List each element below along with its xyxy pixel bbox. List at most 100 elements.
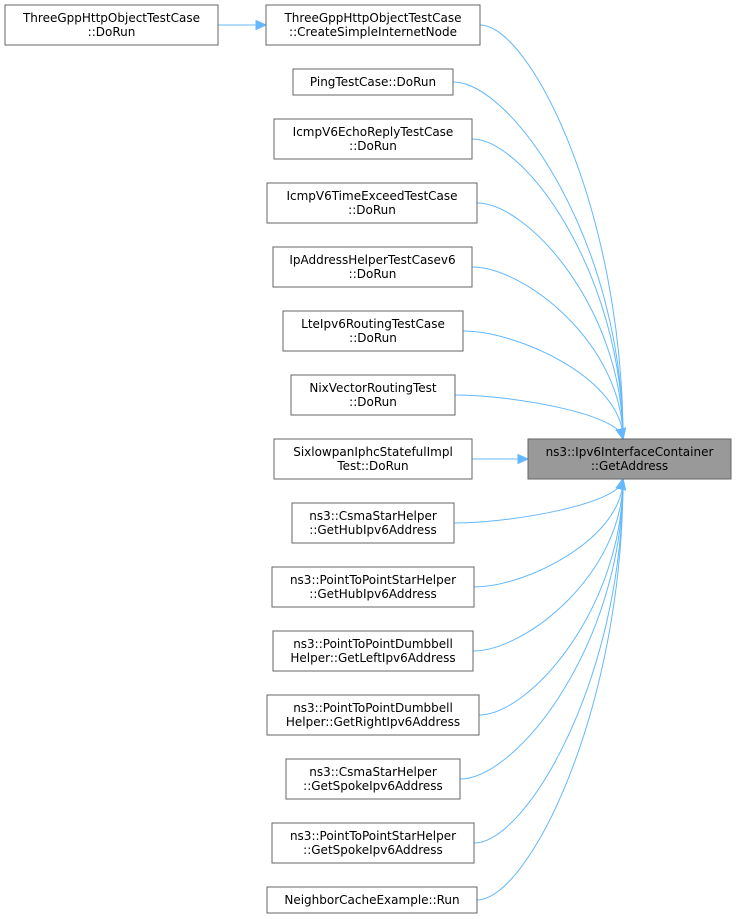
node-box [271, 822, 475, 864]
edge-target-to-dumb_right [478, 477, 626, 716]
edge-target-to-sixlowpan [472, 453, 530, 465]
edges-layer [218, 19, 626, 901]
edge-line-target-to-dumb_right [478, 478, 624, 716]
edge-target-to-p2p_hub [473, 477, 626, 588]
caller-node-csma_hub[interactable]: ns3::CsmaStarHelper::GetHubIpv6Address [291, 502, 455, 544]
node-box [273, 118, 473, 160]
node-label-line: ::GetSpokeIpv6Address [303, 779, 443, 793]
caller-node-ping[interactable]: PingTestCase::DoRun [292, 68, 454, 96]
node-label-line: LteIpv6RoutingTestCase [301, 317, 445, 331]
edge-arrowhead-target-to-neighbor [615, 477, 626, 491]
edge-line-target-to-timeexceed [476, 202, 624, 440]
edge-target-to-lte [462, 330, 626, 441]
node-label-line: ThreeGppHttpObjectTestCase [22, 11, 200, 25]
node-label-line: ::DoRun [88, 25, 136, 39]
node-label-line: ns3::Ipv6InterfaceContainer [546, 445, 714, 459]
caller-node-csma_spoke[interactable]: ns3::CsmaStarHelper::GetSpokeIpv6Address [285, 758, 461, 800]
node-label-line: ThreeGppHttpObjectTestCase [283, 11, 461, 25]
edge-line-target-to-csma_hub [453, 478, 624, 524]
caller-node-dumb_left[interactable]: ns3::PointToPointDumbbellHelper::GetLeft… [272, 630, 474, 672]
edge-line-target-to-nix [454, 394, 624, 440]
node-box [290, 374, 456, 416]
node-label-line: Helper::GetRightIpv6Address [286, 715, 460, 729]
node-label-line: ::GetHubIpv6Address [309, 523, 436, 537]
node-box [4, 4, 219, 46]
caller-node-ipaddr[interactable]: IpAddressHelperTestCasev6::DoRun [272, 246, 473, 288]
node-label-line: ::DoRun [349, 395, 397, 409]
node-box [291, 502, 455, 544]
caller-node-tgh_dorun[interactable]: ThreeGppHttpObjectTestCase::DoRun [4, 4, 219, 46]
caller-node-timeexceed[interactable]: IcmpV6TimeExceedTestCase::DoRun [266, 182, 478, 224]
node-label-line: ns3::CsmaStarHelper [309, 509, 437, 523]
edge-line-target-to-lte [462, 330, 624, 440]
edge-target-to-timeexceed [476, 202, 626, 441]
caller-node-p2p_hub[interactable]: ns3::PointToPointStarHelper::GetHubIpv6A… [271, 566, 475, 608]
edge-target-to-p2p_spoke [473, 477, 626, 844]
edge-arrowhead-target-to-nix [615, 427, 626, 441]
edge-line-target-to-p2p_hub [473, 478, 624, 588]
node-box [265, 4, 481, 46]
edge-line-target-to-csma_spoke [459, 478, 624, 780]
caller-node-neighbor[interactable]: NeighborCacheExample::Run [266, 886, 478, 914]
edge-line-target-to-ipaddr [471, 266, 624, 440]
node-label-line: Test::DoRun [336, 459, 408, 473]
node-label-line: ::CreateSimpleInternetNode [289, 25, 457, 39]
edge-line-target-to-neighbor [476, 478, 624, 901]
node-box [282, 310, 464, 352]
node-label-line: IcmpV6TimeExceedTestCase [286, 189, 457, 203]
node-box [292, 68, 454, 96]
node-label-line: IpAddressHelperTestCasev6 [289, 253, 455, 267]
node-label-line: ns3::PointToPointStarHelper [290, 573, 456, 587]
node-label-line: ::DoRun [348, 203, 396, 217]
edge-target-to-neighbor [476, 477, 626, 901]
node-label-line: NeighborCacheExample::Run [284, 893, 459, 907]
node-label-line: ::DoRun [349, 267, 397, 281]
node-label-line: ::DoRun [349, 139, 397, 153]
node-label-line: ::GetSpokeIpv6Address [303, 843, 443, 857]
node-box [527, 438, 732, 480]
node-box [271, 566, 475, 608]
caller-node-nix[interactable]: NixVectorRoutingTest::DoRun [290, 374, 456, 416]
node-label-line: ::GetAddress [591, 459, 668, 473]
edge-arrowhead-tgh_create-to-tgh_dorun [255, 19, 268, 31]
node-label-line: ::GetHubIpv6Address [309, 587, 436, 601]
edge-target-to-csma_spoke [459, 477, 626, 780]
edge-target-to-csma_hub [453, 477, 626, 524]
caller-node-tgh_create[interactable]: ThreeGppHttpObjectTestCase::CreateSimple… [265, 4, 481, 46]
caller-node-lte[interactable]: LteIpv6RoutingTestCase::DoRun [282, 310, 464, 352]
node-box [273, 438, 473, 480]
node-label-line: ns3::PointToPointStarHelper [290, 829, 456, 843]
node-box [272, 246, 473, 288]
node-label-line: NixVectorRoutingTest [309, 381, 437, 395]
edge-target-to-ping [452, 81, 626, 441]
node-box [266, 886, 478, 914]
edge-target-to-dumb_left [472, 477, 626, 652]
edge-tgh_create-to-tgh_dorun [218, 19, 268, 31]
edge-line-target-to-p2p_spoke [473, 478, 624, 844]
node-label-line: SixlowpanIphcStatefulImpl [293, 445, 453, 459]
node-label-line: ns3::CsmaStarHelper [309, 765, 437, 779]
node-label-line: IcmpV6EchoReplyTestCase [293, 125, 454, 139]
edge-target-to-echo [471, 138, 626, 441]
node-label-line: ns3::PointToPointDumbbell [293, 637, 453, 651]
edge-target-to-nix [454, 394, 626, 441]
node-label-line: Helper::GetLeftIpv6Address [290, 651, 455, 665]
edge-line-target-to-echo [471, 138, 624, 440]
nodes-layer: ThreeGppHttpObjectTestCase::DoRunThreeGp… [4, 4, 732, 914]
edge-target-to-tgh_create [479, 24, 626, 441]
caller-node-p2p_spoke[interactable]: ns3::PointToPointStarHelper::GetSpokeIpv… [271, 822, 475, 864]
node-box [272, 630, 474, 672]
edge-line-target-to-tgh_create [479, 24, 624, 440]
caller-node-dumb_right[interactable]: ns3::PointToPointDumbbellHelper::GetRigh… [266, 694, 480, 736]
node-box [266, 182, 478, 224]
node-box [285, 758, 461, 800]
edge-line-target-to-ping [452, 81, 624, 440]
node-label-line: ::DoRun [349, 331, 397, 345]
edge-arrowhead-target-to-sixlowpan [517, 453, 530, 465]
edge-line-target-to-dumb_left [472, 478, 624, 652]
target-node[interactable]: ns3::Ipv6InterfaceContainer::GetAddress [527, 438, 732, 480]
caller-node-echo[interactable]: IcmpV6EchoReplyTestCase::DoRun [273, 118, 473, 160]
node-box [266, 694, 480, 736]
